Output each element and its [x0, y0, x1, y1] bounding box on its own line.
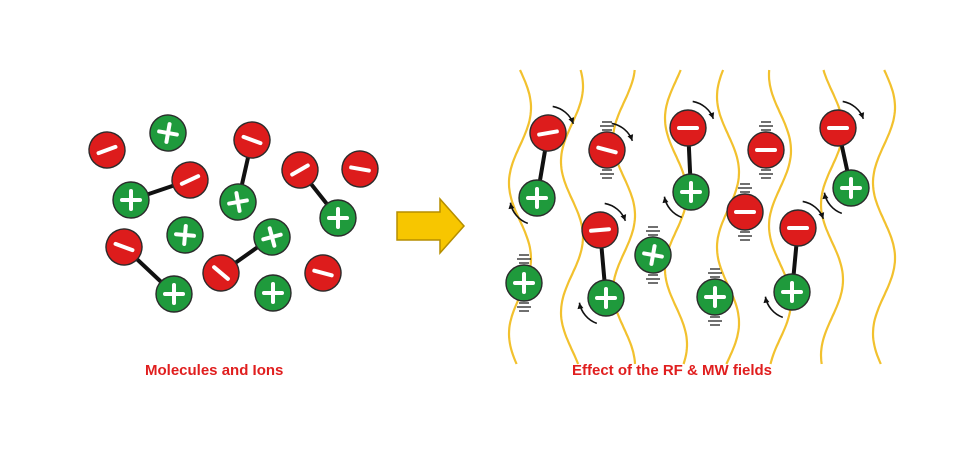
negative-ion-icon — [105, 228, 143, 266]
positive-ion-icon — [155, 275, 193, 313]
field-wave-line — [507, 69, 533, 365]
positive-ion-icon — [587, 279, 625, 317]
rotation-arrow-icon — [842, 100, 865, 120]
field-wave-line — [767, 69, 793, 365]
positive-ion-icon — [112, 181, 150, 219]
vibration-marks-icon — [738, 183, 752, 241]
rotation-arrow-icon — [802, 200, 825, 220]
positive-ion-icon — [149, 114, 187, 152]
positive-ion-icon — [773, 273, 811, 311]
vibration-marks-icon — [646, 226, 660, 284]
rotation-arrow-icon — [611, 122, 634, 142]
ions — [88, 109, 870, 317]
positive-ion-icon — [634, 236, 672, 274]
negative-ion-icon — [88, 131, 126, 169]
positive-ion-icon — [219, 183, 257, 221]
field-wave-line — [559, 69, 585, 365]
negative-ion-icon — [581, 211, 619, 249]
negative-ion-icon — [819, 109, 857, 147]
negative-ion-icon — [341, 150, 379, 188]
rotation-arrow-icon — [508, 202, 529, 225]
negative-ion-icon — [726, 193, 764, 231]
positive-ion-icon — [319, 199, 357, 237]
positive-ion-icon — [518, 179, 556, 217]
rotation-arrow-icon — [577, 302, 598, 325]
vibration-marks-icon — [759, 121, 773, 179]
negative-ion-icon — [779, 209, 817, 247]
positive-ion-icon — [832, 169, 870, 207]
positive-ion-icon — [696, 278, 734, 316]
positive-ion-icon — [672, 173, 710, 211]
right-panel-caption: Effect of the RF & MW fields — [572, 362, 772, 379]
negative-ion-icon — [529, 114, 567, 152]
rotation-arrow-icon — [692, 100, 715, 120]
field-wave-line — [871, 69, 897, 365]
rotation-arrow-icon — [604, 202, 627, 222]
field-wave-line — [611, 69, 637, 365]
negative-ion-icon — [304, 254, 342, 292]
transition-arrow-icon — [396, 197, 466, 255]
positive-ion-icon — [254, 274, 292, 312]
positive-ion-icon — [505, 264, 543, 302]
field-wave-line — [663, 69, 689, 365]
positive-ion-icon — [253, 218, 291, 256]
right-arrow-shape — [396, 197, 466, 255]
vibration-marks-icon — [708, 268, 722, 326]
left-panel-caption: Molecules and Ions — [145, 362, 284, 379]
positive-ion-icon — [166, 216, 204, 254]
negative-ion-icon — [171, 161, 209, 199]
negative-ion-icon — [747, 131, 785, 169]
rotation-arrow-icon — [552, 105, 575, 125]
vibration-marks-icon — [600, 121, 614, 179]
negative-ion-icon — [233, 121, 271, 159]
negative-ion-icon — [588, 131, 626, 169]
rotation-arrow-icon — [822, 192, 843, 215]
vibration-marks-icon — [517, 254, 531, 312]
motion-marks — [508, 100, 865, 326]
negative-ion-icon — [202, 254, 240, 292]
negative-ion-icon — [281, 151, 319, 189]
rotation-arrow-icon — [662, 196, 683, 219]
rotation-arrow-icon — [763, 296, 784, 319]
negative-ion-icon — [669, 109, 707, 147]
field-wave-line — [715, 69, 741, 365]
